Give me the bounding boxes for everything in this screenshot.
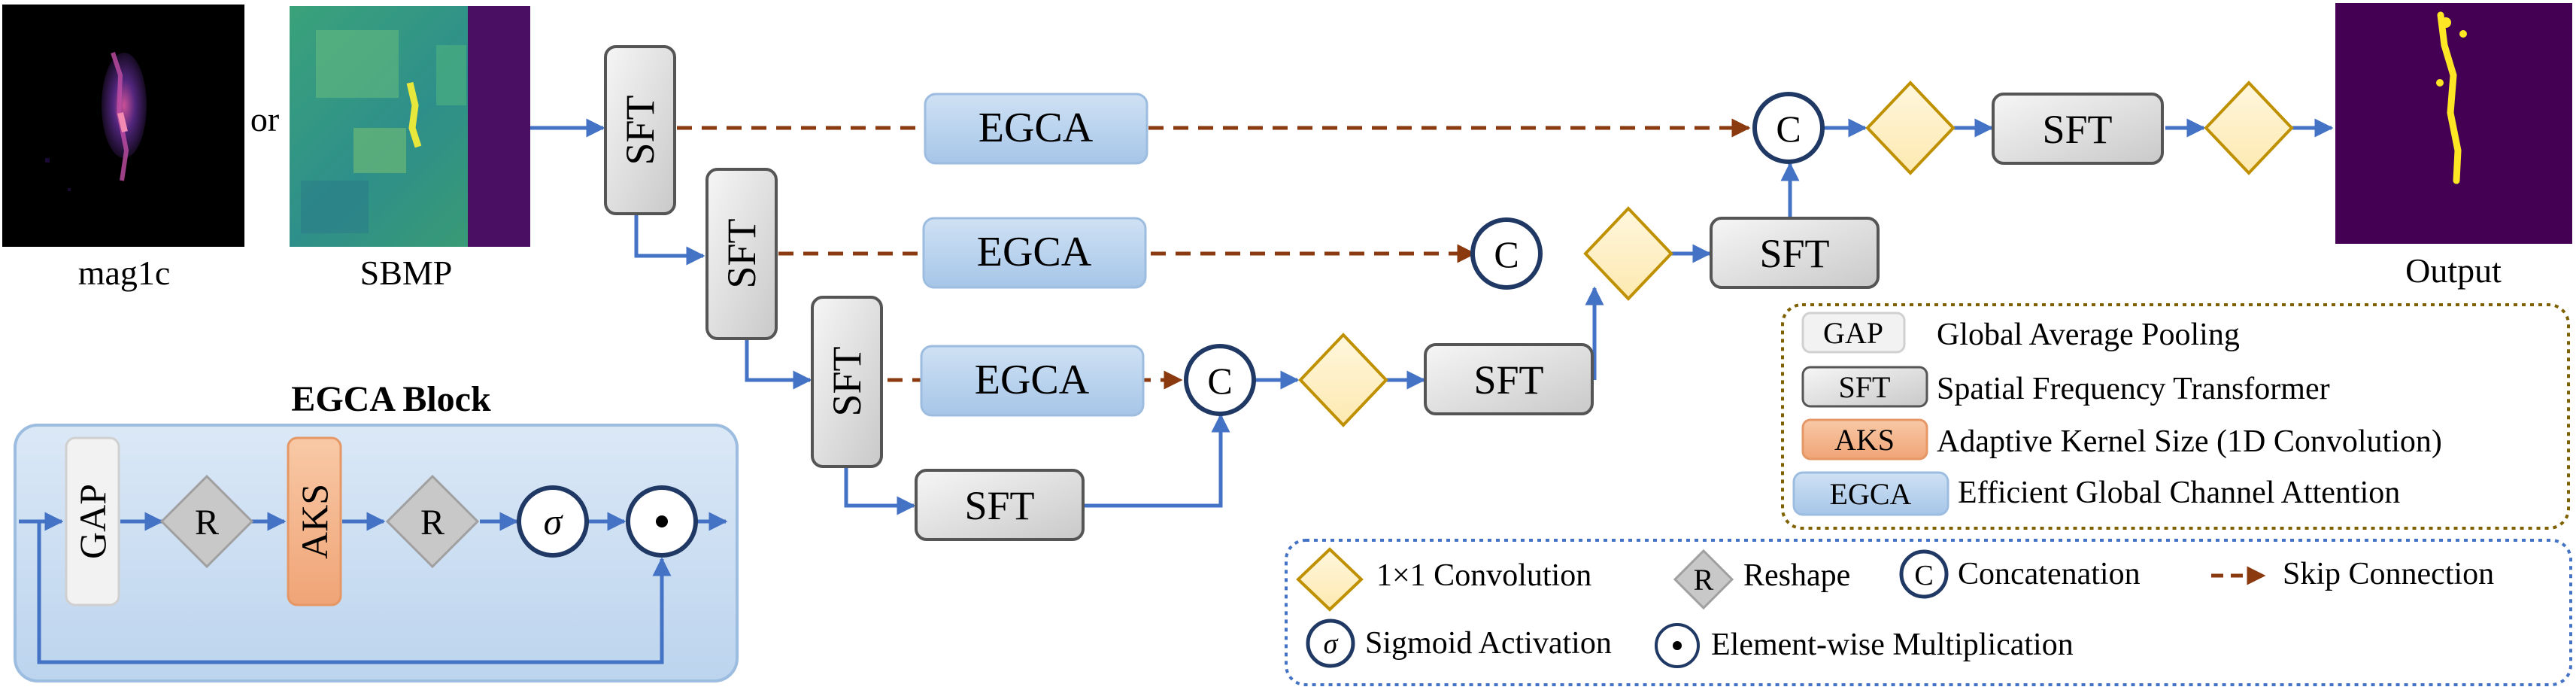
encoder-sft-1: SFT [604, 45, 676, 215]
svg-text:SFT: SFT [617, 95, 663, 165]
input-mag1c-image [2, 5, 244, 247]
svg-text:SFT: SFT [824, 346, 869, 416]
egca-box-3: EGCA [920, 345, 1145, 417]
svg-text:Concatenation: Concatenation [1958, 557, 2141, 591]
legend-aks-item: AKS Adaptive Kernel Size (1D Convolution… [1801, 418, 2442, 461]
svg-text:GAP: GAP [71, 484, 114, 559]
egca-block-title: EGCA Block [291, 379, 491, 419]
output-image [2335, 3, 2572, 244]
svg-text:Global Average Pooling: Global Average Pooling [1937, 318, 2240, 352]
svg-text:σ: σ [1324, 628, 1339, 660]
conv1x1-diamond-4 [2204, 81, 2294, 175]
svg-text:Efficient Global Channel Atten: Efficient Global Channel Attention [1958, 476, 2400, 510]
legend-concat-item: C Concatenation [1899, 549, 2141, 599]
svg-text:C: C [1776, 108, 1801, 150]
svg-text:R: R [195, 503, 219, 543]
concat-node-1: C [1184, 344, 1256, 416]
legend-sigmoid-item: σ Sigmoid Activation [1306, 619, 1612, 668]
egca-sigmoid-node: σ [517, 485, 589, 558]
encoder-sft-3: SFT [811, 296, 883, 468]
egca-box-1: EGCA [924, 93, 1148, 165]
svg-text:EGCA: EGCA [975, 357, 1090, 403]
svg-text:EGCA: EGCA [977, 229, 1092, 275]
svg-text:C: C [1207, 360, 1232, 402]
or-text: or [250, 100, 279, 138]
svg-text:GAP: GAP [1823, 316, 1883, 350]
svg-text:C: C [1494, 233, 1519, 275]
encoder-sft-2: SFT [705, 168, 778, 340]
legend-conv-item: 1×1 Convolution [1296, 547, 1591, 612]
legend-sft-item: SFT Spatial Frequency Transformer [1801, 366, 2330, 408]
svg-text:SFT: SFT [1473, 357, 1543, 403]
svg-text:Element-wise Multiplication: Element-wise Multiplication [1711, 628, 2074, 662]
svg-text:SFT: SFT [1839, 370, 1891, 404]
svg-text:Adaptive Kernel Size (1D Convo: Adaptive Kernel Size (1D Convolution) [1937, 424, 2442, 459]
egca-gap-box: GAP [65, 436, 120, 606]
svg-text:EGCA: EGCA [979, 105, 1094, 151]
svg-text:R: R [1694, 563, 1714, 597]
egca-reshape-2: R [385, 474, 480, 569]
output-label: Output [2405, 251, 2502, 290]
legend-gap-item: GAP Global Average Pooling [1801, 312, 2240, 354]
decoder-sft-a: SFT [1424, 343, 1594, 415]
svg-text:Sigmoid Activation: Sigmoid Activation [1365, 626, 1612, 661]
svg-text:SFT: SFT [964, 483, 1034, 528]
svg-text:C: C [1914, 560, 1933, 591]
svg-text:SFT: SFT [2042, 107, 2112, 152]
svg-text:AKS: AKS [1834, 423, 1895, 457]
svg-text:1×1 Convolution: 1×1 Convolution [1376, 558, 1591, 593]
legend-skip-item: Skip Connection [2211, 557, 2494, 591]
egca-reshape-1: R [159, 474, 254, 569]
input-sbmp-image [290, 6, 530, 247]
legend-multiply-item: Element-wise Multiplication [1655, 623, 2074, 668]
egca-block-arrows [19, 512, 728, 664]
egca-multiply-node [626, 485, 698, 558]
egca-box-2: EGCA [922, 217, 1147, 289]
svg-text:SFT: SFT [1759, 231, 1829, 276]
svg-text:Skip Connection: Skip Connection [2283, 557, 2494, 591]
conv1x1-diamond-2 [1583, 206, 1673, 301]
legend-reshape-item: R Reshape [1673, 549, 1850, 610]
encoder-sft-4: SFT [915, 469, 1085, 541]
egca-aks-box: AKS [287, 436, 342, 606]
svg-text:Reshape: Reshape [1743, 558, 1850, 593]
main-flow-arrows [530, 118, 2334, 515]
svg-text:Spatial Frequency Transformer: Spatial Frequency Transformer [1937, 372, 2330, 406]
egca-block-panel [14, 424, 739, 682]
svg-text:AKS: AKS [293, 484, 335, 559]
svg-text:σ: σ [544, 500, 564, 543]
conv1x1-diamond-3 [1865, 81, 1956, 175]
sbmp-label: SBMP [360, 254, 453, 292]
mag1c-label: mag1c [78, 254, 171, 292]
legend-modules-box [1781, 303, 2570, 530]
svg-text:SFT: SFT [719, 218, 764, 288]
svg-text:EGCA: EGCA [1830, 477, 1912, 511]
decoder-sft-b: SFT [1710, 217, 1880, 289]
concat-node-3: C [1752, 92, 1825, 164]
legend-egca-item: EGCA Efficient Global Channel Attention [1792, 471, 2400, 516]
svg-text:R: R [420, 503, 445, 543]
decoder-sft-c: SFT [1992, 93, 2164, 165]
conv1x1-diamond-1 [1298, 333, 1388, 427]
concat-node-2: C [1470, 217, 1543, 290]
